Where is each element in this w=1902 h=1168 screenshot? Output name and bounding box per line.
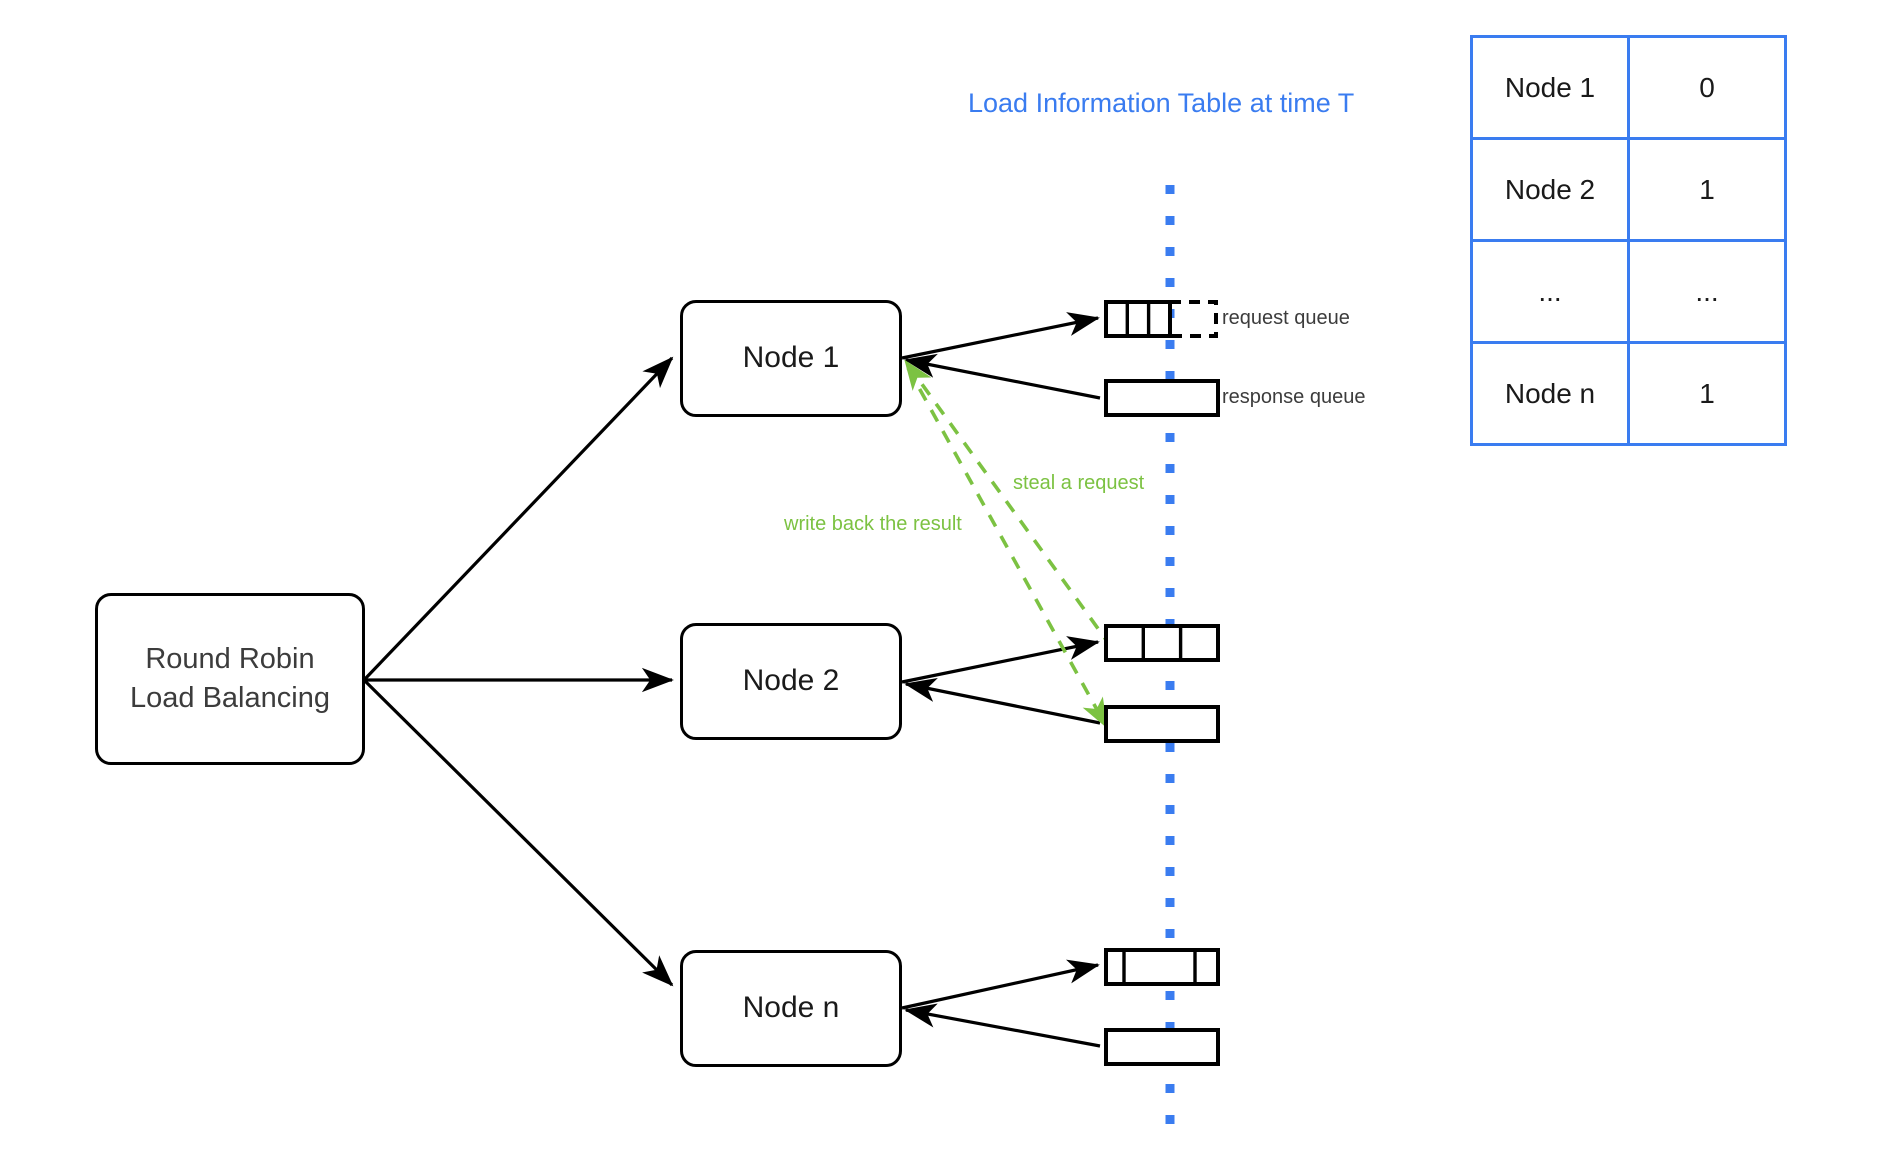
response-queue-node2 (1104, 705, 1220, 743)
edge-node1-to-request-queue (901, 312, 1100, 360)
load-information-table: Node 1 0 Node 2 1 ... ... Node n 1 (1470, 35, 1787, 446)
load-balancer-label: Round Robin Load Balancing (130, 643, 330, 714)
edge-response-queue-to-node1 (904, 353, 1101, 400)
request-queue-label: request queue (1222, 307, 1350, 329)
load-balancer-box[interactable]: Round Robin Load Balancing (95, 593, 365, 765)
edge-steal-a-request (904, 359, 1114, 650)
write-back-the-result-label: write back the result (784, 513, 962, 535)
table-cell-load: 0 (1627, 35, 1787, 140)
steal-a-request-label: steal a request (1013, 472, 1145, 494)
load-table-body: Node 1 0 Node 2 1 ... ... Node n 1 (1470, 35, 1787, 446)
table-cell-load: 1 (1627, 137, 1787, 242)
node-box-node-n[interactable]: Node n (680, 950, 902, 1067)
node-label-node-1: Node 1 (742, 341, 840, 375)
table-row: ... ... (1470, 239, 1787, 344)
request-queue-noden (1104, 948, 1220, 986)
edge-response-queue-n-to-noden (904, 1003, 1101, 1048)
response-queue-noden (1104, 1028, 1220, 1066)
edge-write-back-the-result (906, 367, 1108, 729)
table-row: Node n 1 (1470, 341, 1787, 446)
node-label-node-n: Node n (742, 991, 840, 1025)
table-cell-node: ... (1470, 239, 1630, 344)
table-cell-node: Node 2 (1470, 137, 1630, 242)
node-label-node-2: Node 2 (742, 664, 840, 698)
edge-lb-to-noden (362, 678, 674, 987)
table-row: Node 2 1 (1470, 137, 1787, 242)
table-cell-load: 1 (1627, 341, 1787, 446)
response-queue-label: response queue (1222, 386, 1366, 408)
request-queue-node2 (1104, 624, 1220, 662)
edge-node2-to-request-queue-2 (901, 636, 1100, 684)
table-cell-node: Node n (1470, 341, 1630, 446)
edge-lb-to-node1 (362, 356, 674, 682)
node-box-node-1[interactable]: Node 1 (680, 300, 902, 417)
edge-response-queue-2-to-node2 (904, 678, 1101, 725)
table-cell-load: ... (1627, 239, 1787, 344)
request-queue-node1 (1104, 300, 1218, 338)
node-box-node-2[interactable]: Node 2 (680, 623, 902, 740)
response-queue-node1 (1104, 379, 1220, 417)
table-cell-node: Node 1 (1470, 35, 1630, 140)
table-row: Node 1 0 (1470, 35, 1787, 140)
diagram-title: Load Information Table at time T (968, 88, 1355, 118)
edge-noden-to-request-queue-n (901, 959, 1100, 1010)
